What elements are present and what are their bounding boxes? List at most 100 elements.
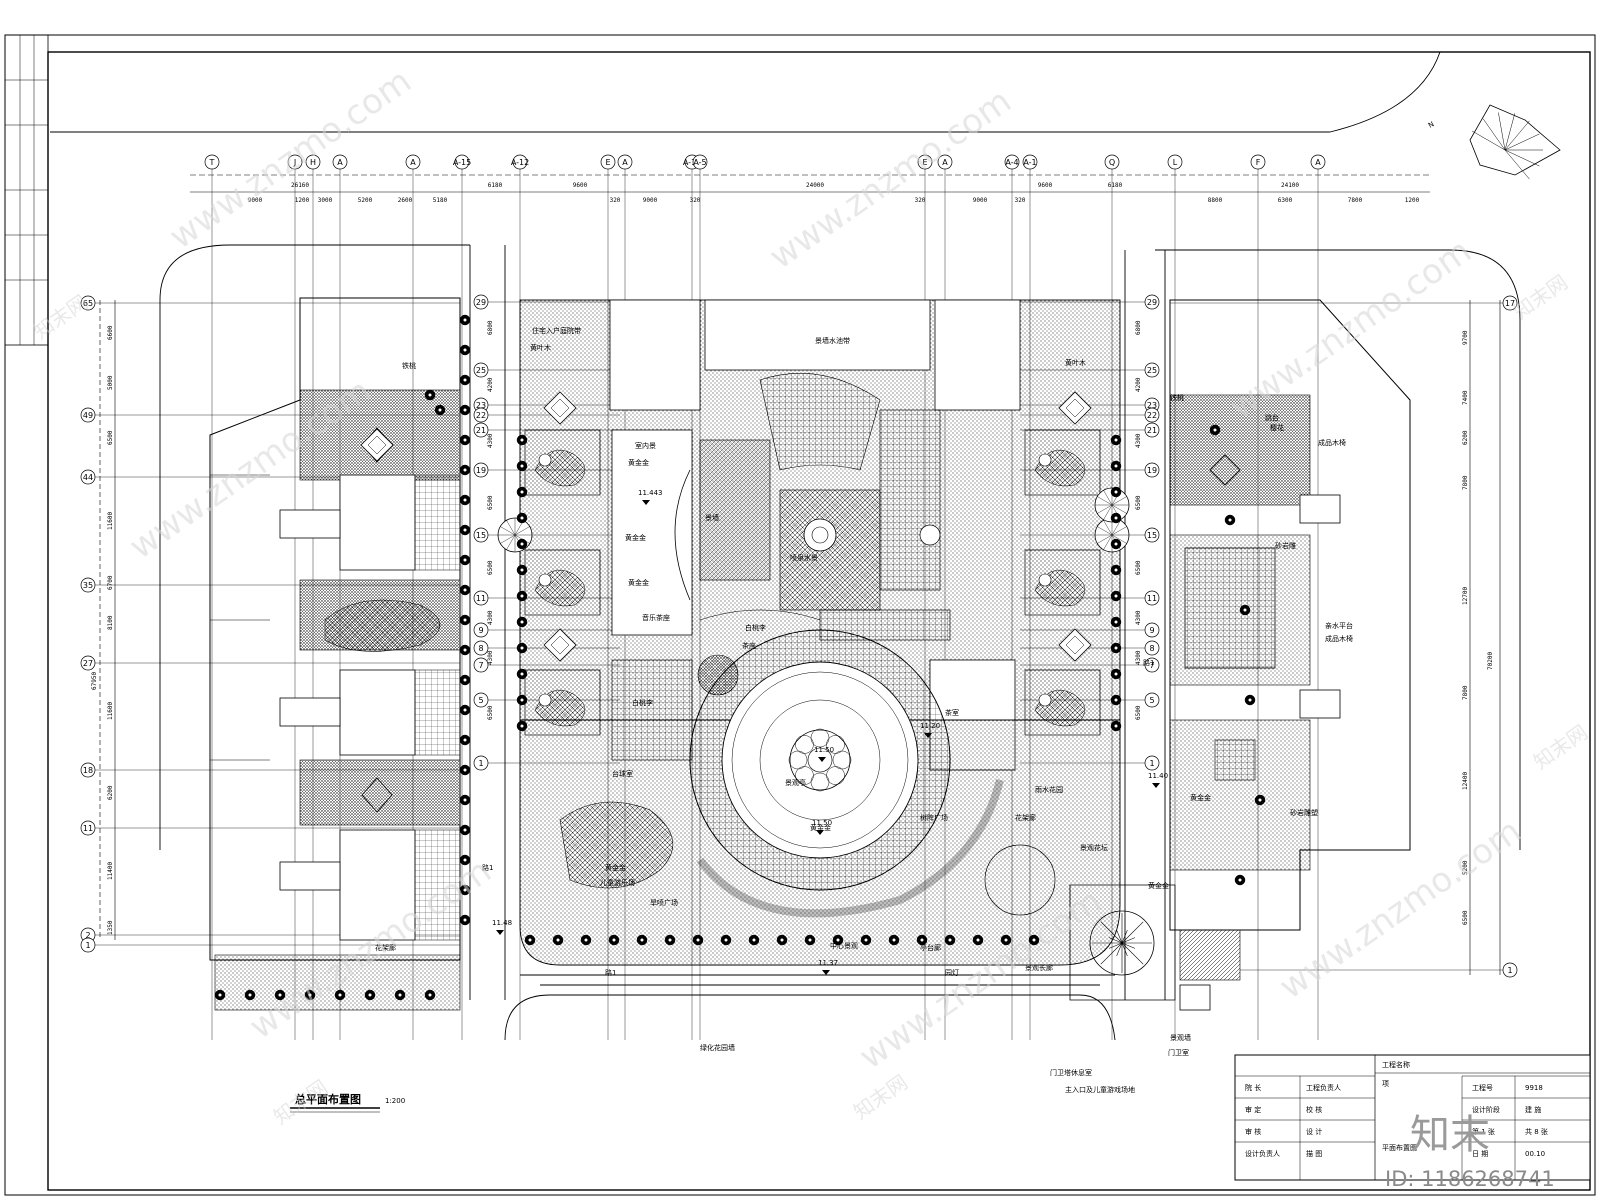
plan-label: 雨水花园 [1035,785,1063,794]
top-dim-detail: 3000 [318,197,333,204]
watermark-site: www.znzmo.com [762,81,1018,277]
right-axis-bubble: 1 [1240,962,1518,978]
plan-label: 室内景 [635,441,656,450]
mid-dim-left: 4300 [487,610,494,625]
left-axis-bubble-label: 1 [85,941,90,950]
tree-symbol [1110,590,1122,602]
top-dim-total: 24100 [1281,182,1299,189]
left-axis-bubble: 1 [80,937,460,953]
top-dim-total: 6180 [488,182,503,189]
top-axis-bubble-label: A-12 [511,158,529,167]
top-dim-total: 9600 [573,182,588,189]
tree-symbol [459,824,471,836]
tree-symbol [1209,424,1221,436]
mid-axis-bubble-left-label: 25 [476,366,486,375]
tree-symbol [516,694,528,706]
top-dim-detail: 8800 [1208,197,1223,204]
watermark-brand: 知末网 [29,290,92,344]
compass-ray [1116,942,1123,957]
tree-symbol [459,734,471,746]
mid-dim-right: 4300 [1135,610,1142,625]
tree-symbol [394,989,406,1001]
plan-label: 砂岩雕塑 [1290,808,1318,817]
watermark-site: www.znzmo.com [1222,231,1478,427]
left-axis-bubble-label: 2 [85,931,90,940]
tree-symbol [459,614,471,626]
tb-cell: 审 定 [1245,1105,1261,1114]
plan-label: 花架廊 [1015,813,1036,822]
top-dim-total: 6180 [1108,182,1123,189]
top-dim-detail: 1200 [1405,197,1420,204]
top-axis-bubble-label: H [310,158,316,167]
level-label: 11.48 [492,919,512,927]
level-label: 11.443 [638,489,663,497]
top-dim-total: 26160 [291,182,309,189]
tb-cell: 院 长 [1245,1083,1261,1092]
watermark-logo: 知末 [1410,1112,1490,1158]
plan-label: 喷泉水景 [790,553,818,562]
watermark-brand: 知末网 [849,1070,912,1124]
tree-symbol [944,934,956,946]
top-axis-bubble-label: E [605,158,610,167]
tree-symbol [1110,538,1122,550]
tb-cell: 审 核 [1245,1127,1261,1136]
right-dim: 70200 [1487,652,1494,670]
top-dim-detail: 320 [690,197,701,204]
tree-symbol [459,524,471,536]
tree-symbol [860,934,872,946]
top-axis-bubble-label: A-15 [453,158,471,167]
tree-symbol [1110,512,1122,524]
tb-cell: 9918 [1525,1084,1543,1092]
tb-cell: 描 图 [1306,1149,1322,1158]
top-dim-detail: 320 [915,197,926,204]
mid-dim-right: 4300 [1135,433,1142,448]
tree-symbol [1244,694,1256,706]
compass-ray [1116,929,1123,944]
tree-symbol [832,934,844,946]
top-dim-detail: 5200 [358,197,373,204]
mid-axis-bubble-right-label: 1 [1149,759,1154,768]
plan-label: 路1 [482,863,493,872]
watermark-id: ID: 1186268741 [1385,1167,1555,1191]
plan-label: 中心景观 [830,941,858,950]
left-dim: 5000 [107,375,114,390]
tree-symbol [459,794,471,806]
mid-dim-left: 6500 [487,705,494,720]
north-ray [1504,133,1540,151]
top-dim-detail: 320 [1015,197,1026,204]
left-signature-strip [4,34,49,346]
tree-symbol [459,704,471,716]
mid-axis-bubble-left-label: 9 [478,626,483,635]
tree-symbol [720,934,732,946]
top-axis-bubble: A [1310,154,1326,1040]
left-axis-bubble-label: 49 [83,411,93,420]
mid-axis-bubble-left-label: 29 [476,298,486,307]
compass-ray [1121,937,1136,944]
tb-cell: 共 8 张 [1525,1127,1548,1136]
right-axis-bubbles: 171 [1170,295,1518,978]
tree-symbol [888,934,900,946]
site-roads [50,51,1521,1041]
tree-symbol [459,584,471,596]
diamond-feature [1058,391,1092,425]
plan-label: 景观亭 [785,778,806,787]
mid-axis-bubble-right-label: 9 [1149,626,1154,635]
left-axis-bubble-label: 35 [83,581,93,590]
plan-label: 白桃李 [745,623,766,632]
tree-symbol [516,642,528,654]
tree-symbol [1110,694,1122,706]
side-garden-bed [524,549,601,616]
tree-symbol [1239,604,1251,616]
mid-dim-right: 6500 [1135,495,1142,510]
mid-dim-right: 6800 [1135,320,1142,335]
mid-axis-bubble-left-label: 1 [478,759,483,768]
tree-symbol [748,934,760,946]
tree-symbol [580,934,592,946]
mid-dim-left: 6800 [487,320,494,335]
level-label: 11.20 [920,722,940,730]
mid-axis-bubble-right-label: 7 [1149,661,1154,670]
tree-symbol [459,884,471,896]
plan-label: 门卫室 [1168,1048,1189,1057]
diamond-feature [1058,628,1092,662]
mid-axis-bubble-right-label: 23 [1147,401,1157,410]
